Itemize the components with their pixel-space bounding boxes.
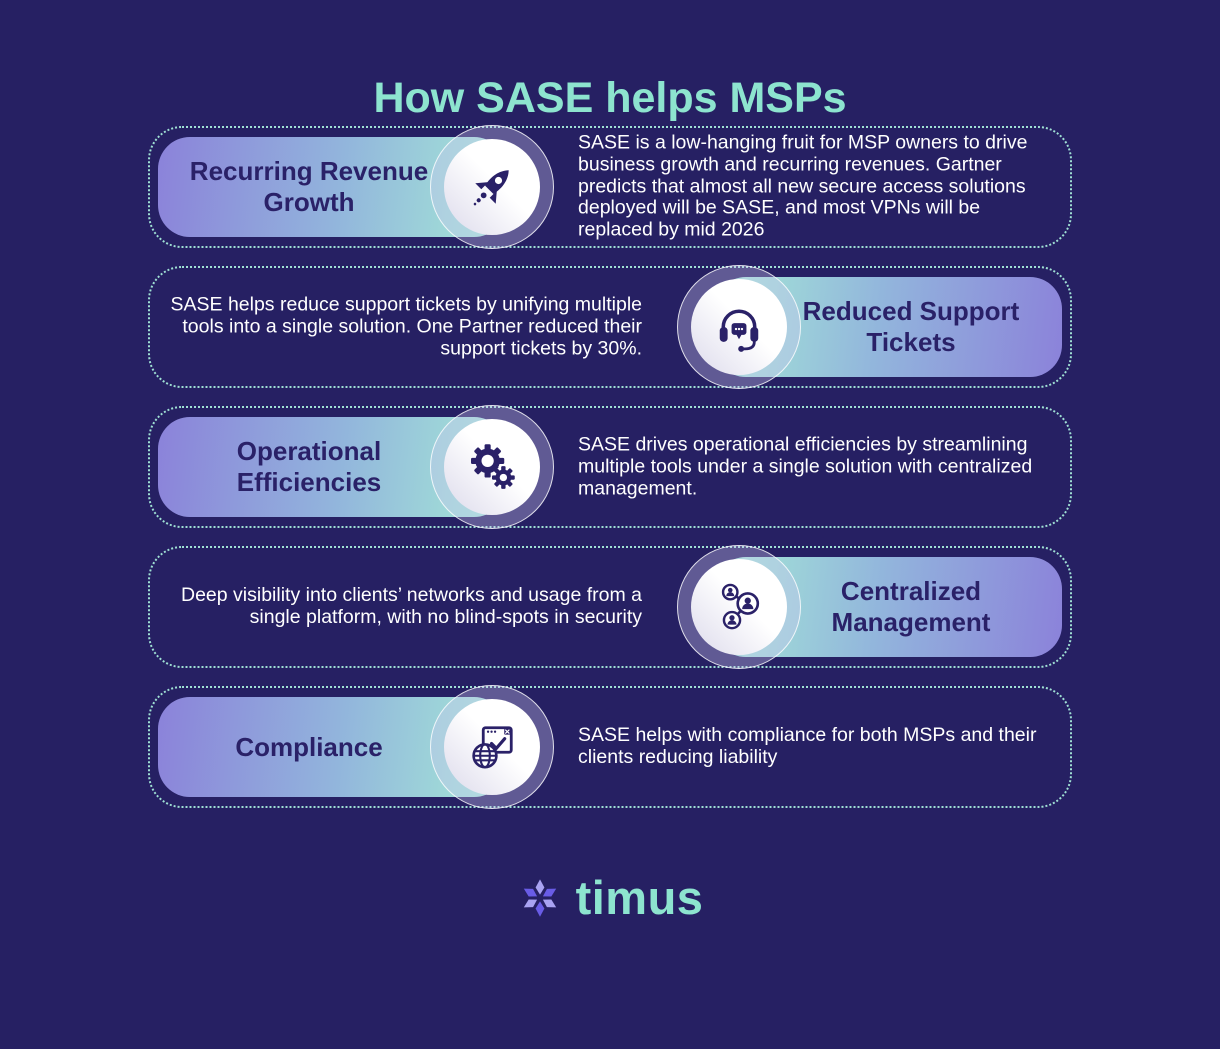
- pill-title: Compliance: [235, 731, 383, 762]
- gears-icon: [471, 444, 515, 489]
- rows-container: Recurring Revenue Growth: [148, 125, 1072, 809]
- globe-browser-check-icon: [472, 726, 513, 769]
- globe-browser-check-icon-badge: [430, 685, 554, 809]
- headset-icon: [719, 309, 759, 352]
- footer-brand: timus: [0, 870, 1220, 925]
- pill-title: Recurring Revenue Growth: [189, 156, 429, 217]
- gears-icon-badge: [430, 405, 554, 529]
- row-description: SASE helps with compliance for both MSPs…: [578, 724, 1037, 768]
- row-description: Deep visibility into clients’ networks a…: [181, 584, 642, 628]
- row-description: SASE is a low-hanging fruit for MSP owne…: [578, 131, 1028, 241]
- pill-title: Operational Efficiencies: [236, 436, 382, 497]
- rocket-icon-badge: [430, 125, 554, 249]
- row-operational-efficiencies: Operational Efficiencies: [148, 405, 1072, 529]
- row-description: SASE helps reduce support tickets by uni…: [170, 293, 643, 359]
- row-recurring-revenue-growth: Recurring Revenue Growth: [148, 125, 1072, 249]
- network-users-icon: [721, 583, 760, 630]
- row-description: SASE drives operational efficiencies by …: [578, 433, 1033, 499]
- row-centralized-management: Centralized Management Deep visibility i…: [148, 545, 1072, 669]
- pill-title: Reduced Support Tickets: [802, 296, 1020, 357]
- network-users-icon-badge: [677, 545, 801, 669]
- row-reduced-support-tickets: Reduced Support Tickets: [148, 265, 1072, 389]
- row-compliance: Compliance: [148, 685, 1072, 809]
- snowflake-logo-icon: [523, 878, 556, 917]
- page-title: How SASE helps MSPs: [373, 74, 847, 122]
- rocket-icon: [473, 170, 509, 206]
- headset-icon-badge: [677, 265, 801, 389]
- pill-title: Centralized Management: [831, 576, 991, 637]
- logo-text: timus: [575, 871, 704, 924]
